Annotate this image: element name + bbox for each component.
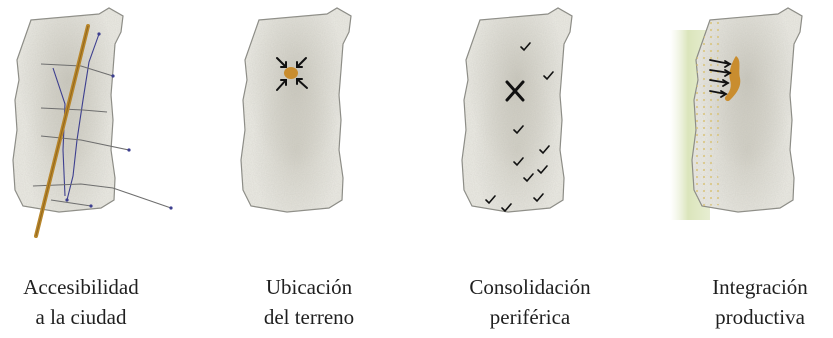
checkmark-icon — [543, 71, 554, 81]
checkmark-icon — [520, 42, 531, 52]
panel-integration: Integración productiva — [660, 0, 833, 338]
checkmark-icon — [533, 193, 544, 203]
checkmark-icon — [513, 157, 524, 167]
productive-edge-icon — [724, 56, 741, 102]
caption-consolidation: Consolidación periférica — [430, 272, 630, 332]
site-map-consolidation — [461, 7, 573, 213]
caption-line-1: Accesibilidad — [23, 275, 139, 299]
site-map-location — [240, 7, 352, 213]
cross-icon — [505, 80, 525, 102]
caption-accessibility: Accesibilidad a la ciudad — [0, 272, 181, 332]
caption-line-2: a la ciudad — [35, 305, 127, 329]
panel-accessibility: Accesibilidad a la ciudad — [0, 0, 181, 338]
caption-line-1: Integración — [712, 275, 808, 299]
checkmark-icon — [513, 125, 524, 135]
caption-line-2: del terreno — [263, 305, 355, 329]
caption-line-1: Consolidación — [469, 275, 591, 299]
panel-consolidation: Consolidación periférica — [430, 0, 630, 338]
caption-integration: Integración productiva — [660, 272, 833, 332]
caption-line-2: periférica — [489, 305, 571, 329]
road-branches-icon — [32, 63, 172, 209]
checkmark-icon — [523, 173, 534, 183]
checkmark-icons — [485, 42, 554, 213]
checkmark-icon — [501, 203, 512, 213]
checkmark-icon — [537, 165, 548, 175]
location-target-icon — [276, 57, 308, 91]
integration-arrows-icon — [709, 59, 732, 98]
checkmark-icon — [539, 145, 550, 155]
caption-line-2: productiva — [715, 305, 805, 329]
caption-location: Ubicación del terreno — [209, 272, 409, 332]
site-map-accessibility — [12, 7, 173, 238]
caption-line-1: Ubicación — [265, 275, 353, 299]
checkmark-icon — [485, 195, 496, 205]
panel-location: Ubicación del terreno — [209, 0, 409, 338]
site-map-integration — [670, 7, 803, 220]
